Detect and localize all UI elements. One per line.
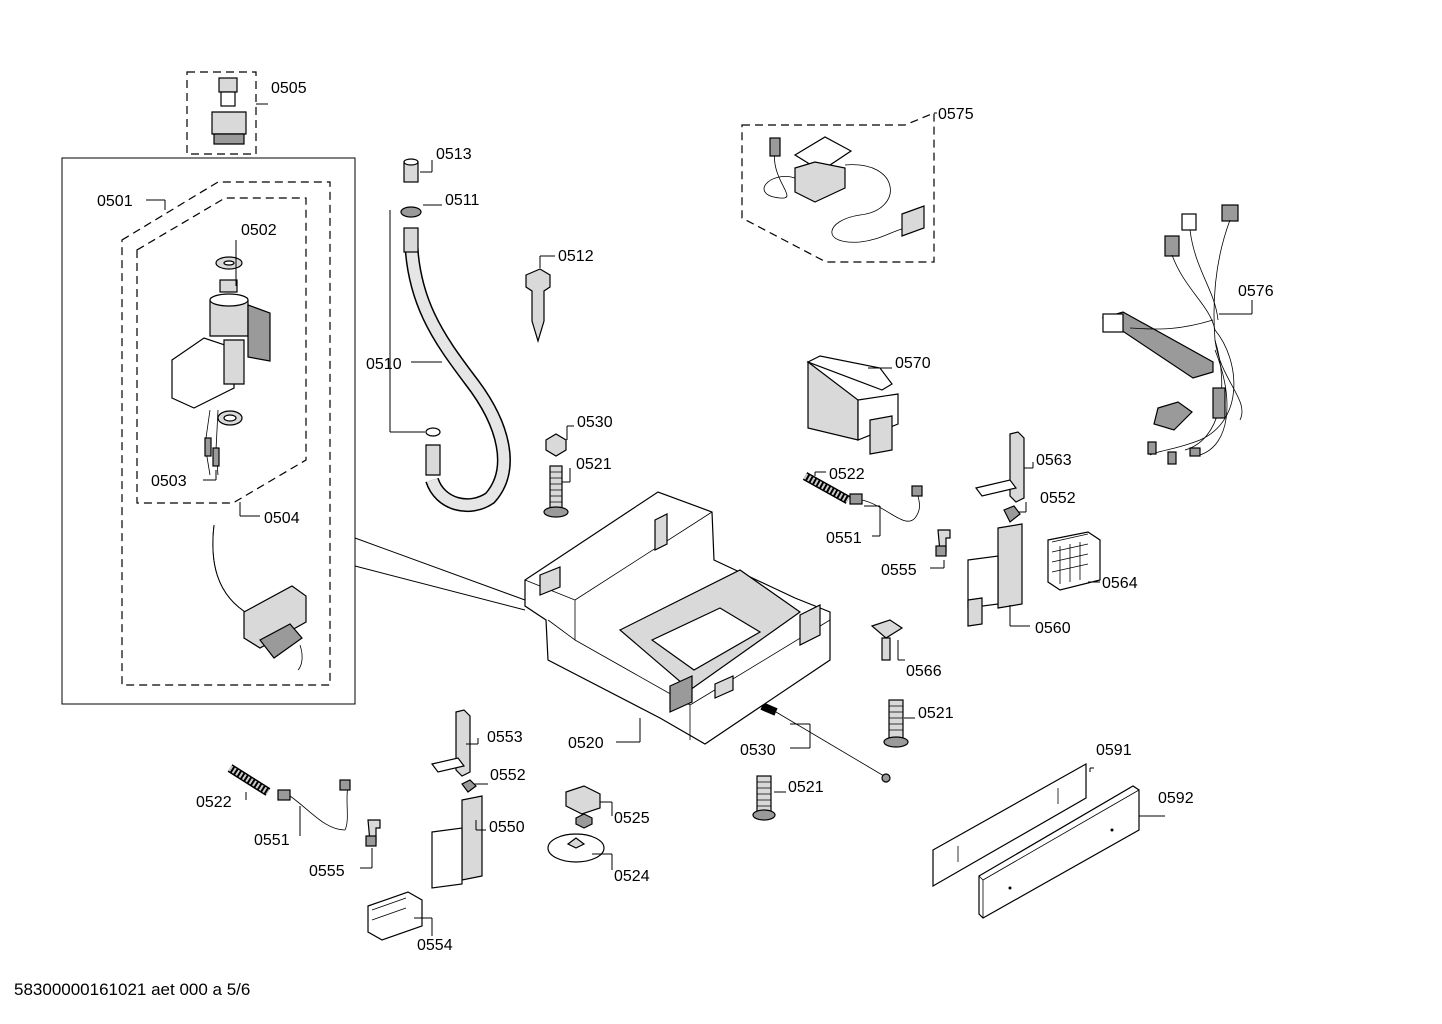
callout-0512: 0512 — [558, 248, 594, 265]
callout-0522-left: 0522 — [196, 794, 232, 811]
part-0552-clip-right — [1003, 502, 1027, 523]
part-0520-base — [524, 491, 831, 745]
callout-0592: 0592 — [1158, 790, 1194, 807]
part-0563-bracket — [974, 431, 1034, 503]
part-0553-bracket — [430, 709, 479, 777]
callout-0505: 0505 — [271, 80, 307, 97]
part-0551-sensor-left — [277, 779, 351, 836]
callout-0503: 0503 — [151, 473, 187, 490]
callout-0530-lower: 0530 — [740, 742, 776, 759]
callout-0525: 0525 — [614, 810, 650, 827]
callout-0570: 0570 — [895, 355, 931, 372]
callout-0521-right: 0521 — [918, 705, 954, 722]
part-0502-seal — [215, 240, 243, 293]
callout-0553: 0553 — [487, 729, 523, 746]
part-0511-clamp — [400, 204, 442, 218]
document-reference: 58300000161021 aet 000 a 5/6 — [14, 980, 251, 999]
callout-0591: 0591 — [1096, 742, 1132, 759]
part-0576-wiring-harness — [1101, 204, 1253, 465]
part-0575-power-cable — [741, 112, 937, 263]
callout-0513: 0513 — [436, 146, 472, 163]
callout-0560: 0560 — [1035, 620, 1071, 637]
part-0555-clip-right — [930, 529, 951, 569]
callout-0522-right: 0522 — [829, 466, 865, 483]
part-0524-disc — [547, 813, 613, 870]
part-0551-sensor-right — [849, 485, 923, 537]
callout-0564: 0564 — [1102, 575, 1138, 592]
callout-0554: 0554 — [417, 937, 453, 954]
part-0560-bracket — [967, 523, 1030, 627]
part-0591-panel — [932, 762, 1094, 888]
part-0521-screw-right — [883, 699, 915, 748]
part-0552-clip-left — [461, 779, 488, 793]
callout-0563: 0563 — [1036, 452, 1072, 469]
part-0564-cover — [1047, 531, 1101, 591]
part-0522-spring-left — [227, 764, 271, 800]
callout-0520: 0520 — [568, 735, 604, 752]
part-0521-screw-upper — [543, 465, 571, 518]
callout-0552-right: 0552 — [1040, 490, 1076, 507]
part-0550-bracket — [431, 795, 486, 889]
callout-0551-right: 0551 — [826, 530, 862, 547]
part-0525-valve — [565, 785, 613, 816]
part-0522-spring-right — [802, 471, 851, 504]
callout-0576: 0576 — [1238, 283, 1274, 300]
part-0521-screw-lower — [752, 775, 786, 821]
callout-0551-left: 0551 — [254, 832, 290, 849]
part-0504-hose-sensor — [212, 502, 307, 671]
callout-0502: 0502 — [241, 222, 277, 239]
part-0513-cap — [403, 158, 433, 183]
callout-0550: 0550 — [489, 819, 525, 836]
callout-0555-right: 0555 — [881, 562, 917, 579]
callout-0524: 0524 — [614, 868, 650, 885]
callout-0566: 0566 — [906, 663, 942, 680]
callout-0555-left: 0555 — [309, 863, 345, 880]
callout-0521-lower: 0521 — [788, 779, 824, 796]
part-inlet-valve-body — [171, 293, 271, 481]
part-0566-sensor — [870, 619, 905, 661]
callout-0501: 0501 — [97, 193, 133, 210]
part-0555-clip-left — [360, 819, 381, 869]
callout-0521-upper: 0521 — [576, 456, 612, 473]
part-0510-drain-hose — [389, 210, 511, 513]
part-0570-module — [806, 355, 899, 455]
part-0592-panel — [978, 785, 1165, 919]
callout-0504: 0504 — [264, 510, 300, 527]
callout-0552-left: 0552 — [490, 767, 526, 784]
part-0505-fitting — [186, 71, 268, 155]
callout-0510: 0510 — [366, 356, 402, 373]
part-0512-clip — [525, 255, 555, 344]
callout-0511: 0511 — [445, 192, 480, 209]
callout-0530-upper: 0530 — [577, 414, 613, 431]
part-0530-cable — [760, 702, 891, 783]
part-0530-nut-upper — [545, 425, 574, 457]
part-0554-cover — [367, 891, 433, 941]
inlet-valve-assembly-box — [61, 157, 526, 705]
callout-0575: 0575 — [938, 106, 974, 123]
